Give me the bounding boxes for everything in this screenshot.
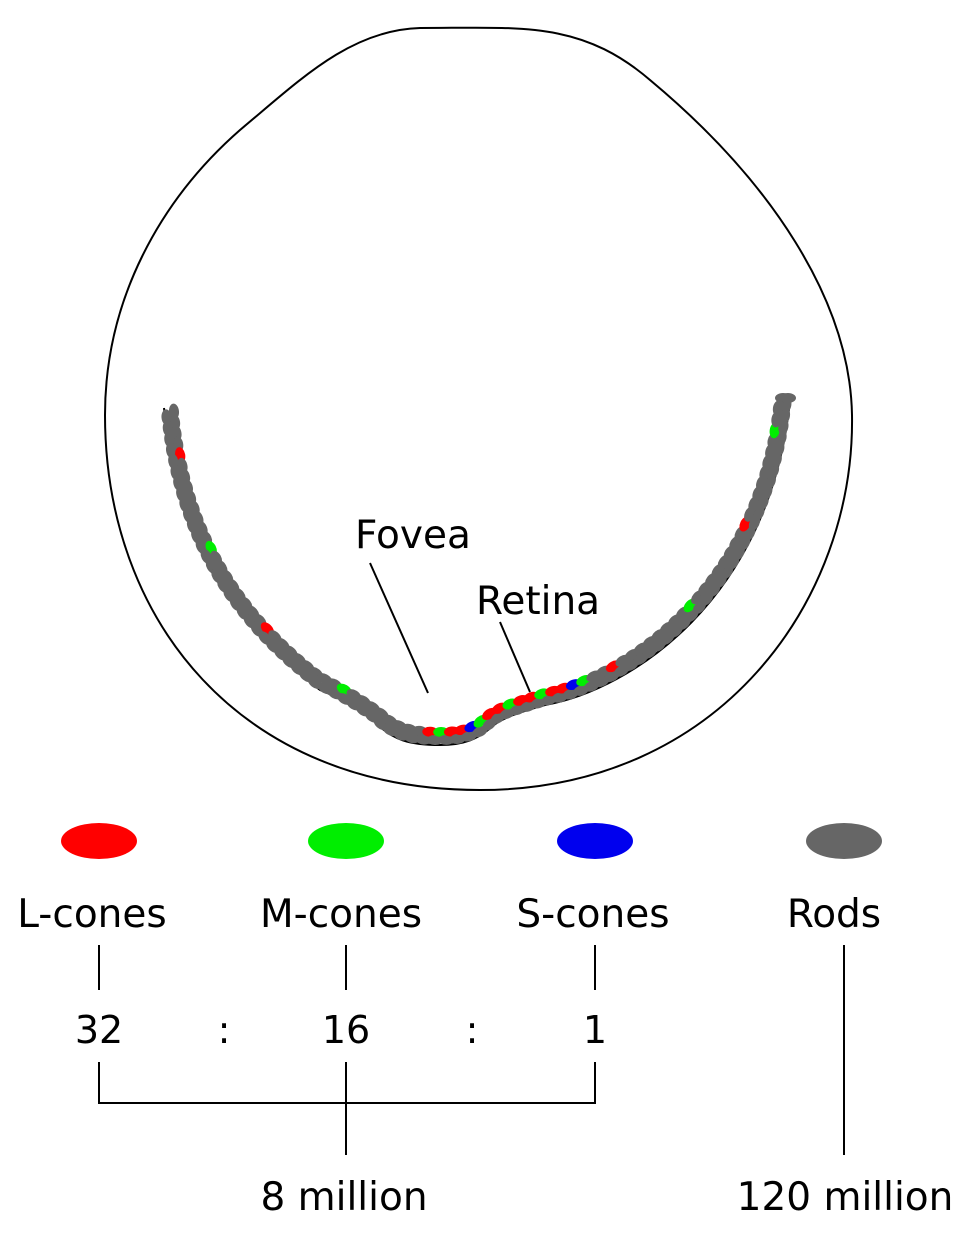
ratio-separator-1: :	[218, 1008, 231, 1052]
s-cones-label: S-cones	[516, 892, 669, 937]
l-cone-swatch	[61, 823, 137, 859]
eyeball-outline	[103, 26, 854, 792]
cones-total: 8 million	[260, 1175, 427, 1220]
photoreceptor-cell	[404, 732, 420, 744]
s-cone-swatch	[557, 823, 633, 859]
l-cones-label: L-cones	[17, 892, 166, 937]
m-cone-swatch	[308, 823, 384, 859]
m-cones-label: M-cones	[260, 892, 422, 937]
m-cones-ratio: 16	[322, 1008, 370, 1052]
rod-swatch	[806, 823, 882, 859]
photoreceptor-cells	[161, 393, 796, 746]
photoreceptor-cell	[438, 734, 455, 745]
retina-inner-edge	[163, 399, 791, 747]
rods-label: Rods	[787, 892, 881, 937]
retina-label: Retina	[476, 579, 600, 624]
fovea-pointer-line	[369, 562, 429, 694]
ratio-separator-2: :	[466, 1008, 479, 1052]
fovea-label: Fovea	[355, 513, 471, 558]
photoreceptor-cell	[772, 400, 783, 417]
rods-total: 120 million	[737, 1175, 954, 1220]
l-cones-ratio: 32	[75, 1008, 123, 1052]
photoreceptor-cell	[780, 393, 796, 403]
photoreceptor-cell	[415, 734, 432, 745]
photoreceptor-cell	[427, 734, 443, 746]
s-cones-ratio: 1	[583, 1008, 607, 1052]
retina-pointer-line	[499, 621, 531, 693]
